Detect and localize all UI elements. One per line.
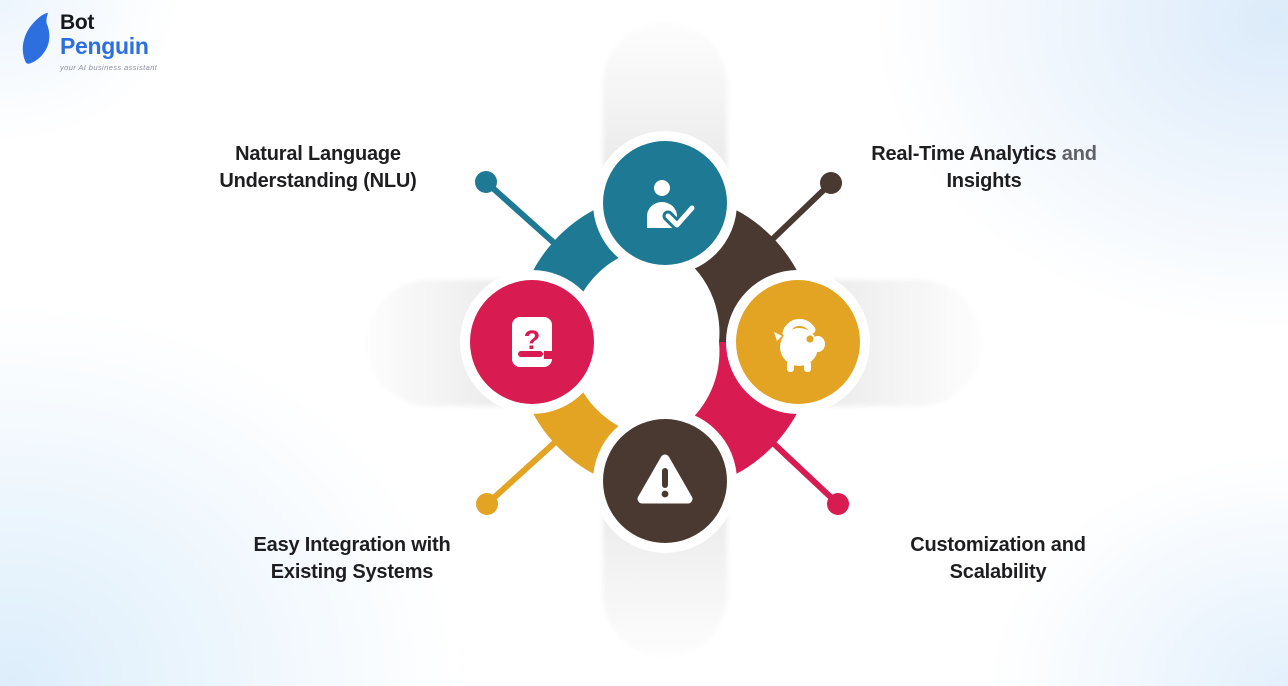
- connector-dot-bottom-left: [476, 493, 498, 515]
- feature-label-analytics: Real-Time Analytics and Insights: [804, 141, 1164, 195]
- feature-label-scalability: Customization and Scalability: [818, 532, 1178, 586]
- botpenguin-logo: Bot Penguin your AI business assistant: [20, 12, 157, 72]
- feature-label-line: Existing Systems: [270, 561, 434, 583]
- feature-label-line: Insights: [946, 170, 1022, 192]
- logo-tagline: your AI business assistant: [60, 63, 158, 72]
- connector-dot-bottom-right: [827, 493, 849, 515]
- penguin-icon: [22, 12, 50, 64]
- logo-brand-top: Bot: [60, 11, 95, 34]
- feature-label-line: Real-Time Analytics and: [871, 143, 1097, 165]
- logo-text: Bot Penguin your AI business assistant: [60, 12, 157, 72]
- feature-label-line: Customization and: [910, 534, 1086, 556]
- feature-label-nlu: Natural Language Understanding (NLU): [138, 141, 498, 195]
- connector-dot-top-right: [820, 172, 842, 194]
- logo-brand-bottom: Penguin: [60, 33, 149, 59]
- connector-dot-top-left: [475, 171, 497, 193]
- feature-label-line: Scalability: [949, 561, 1047, 583]
- user-check-icon: [647, 180, 698, 231]
- warning-icon: [637, 454, 693, 504]
- piggy-bank-icon: [774, 318, 825, 372]
- feature-label-line: Natural Language: [235, 143, 401, 165]
- svg-text:?: ?: [524, 325, 541, 355]
- feature-label-line: Easy Integration with: [253, 534, 451, 556]
- feature-label-line: Understanding (NLU): [219, 170, 417, 192]
- book-question-icon: ?: [512, 317, 552, 367]
- feature-label-integration: Easy Integration with Existing Systems: [172, 532, 532, 586]
